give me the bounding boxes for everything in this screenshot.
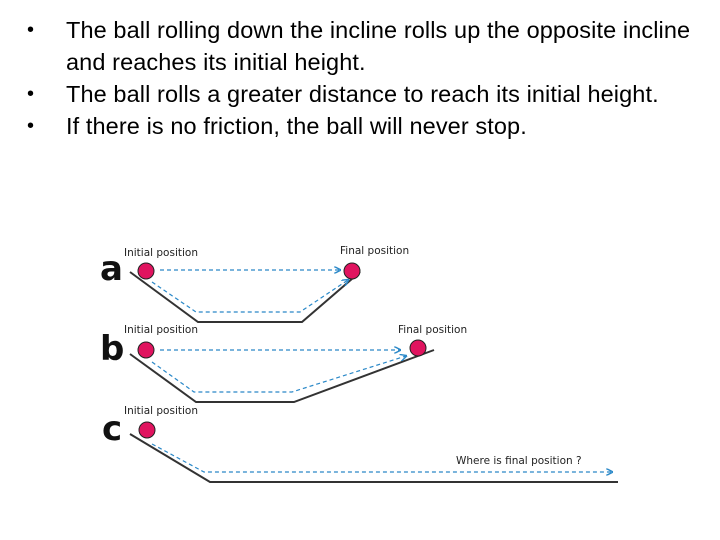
path-arrow bbox=[151, 443, 612, 472]
panel-b: b Initial position Final position bbox=[100, 324, 467, 403]
bullet-marker: • bbox=[27, 19, 35, 41]
final-position-label: Final position bbox=[398, 324, 467, 336]
bullet-text: If there is no friction, the ball will n… bbox=[66, 113, 527, 139]
track bbox=[129, 271, 361, 323]
bullet-item: • If there is no friction, the ball will… bbox=[0, 110, 720, 142]
ball-final bbox=[343, 262, 361, 280]
track bbox=[129, 433, 618, 483]
initial-position-label: Initial position bbox=[124, 247, 198, 259]
initial-position-label: Initial position bbox=[124, 405, 198, 417]
bullet-list: • The ball rolling down the incline roll… bbox=[0, 14, 720, 142]
bullet-item: • The ball rolls a greater distance to r… bbox=[0, 78, 720, 110]
path-arrow bbox=[151, 356, 406, 393]
bullet-text: The ball rolls a greater distance to rea… bbox=[66, 81, 659, 107]
panel-letter: a bbox=[100, 249, 123, 289]
ball-initial bbox=[137, 262, 155, 280]
track bbox=[129, 349, 435, 403]
panel-letter: c bbox=[102, 409, 122, 449]
panel-a: a Initial position Final position bbox=[100, 245, 409, 323]
panel-letter: b bbox=[100, 329, 124, 369]
panel-c: c Initial position Where is final positi… bbox=[102, 405, 618, 483]
ball-final bbox=[409, 339, 427, 357]
bullet-marker: • bbox=[27, 83, 35, 105]
initial-position-label: Initial position bbox=[124, 324, 198, 336]
ball-initial bbox=[138, 421, 156, 439]
bullet-marker: • bbox=[27, 115, 35, 137]
ball-initial bbox=[137, 341, 155, 359]
path-arrow bbox=[151, 280, 348, 313]
final-position-question: Where is final position ? bbox=[456, 455, 582, 467]
final-position-label: Final position bbox=[340, 245, 409, 257]
bullet-item: • The ball rolling down the incline roll… bbox=[0, 14, 720, 78]
bullet-text: The ball rolling down the incline rolls … bbox=[66, 17, 691, 75]
